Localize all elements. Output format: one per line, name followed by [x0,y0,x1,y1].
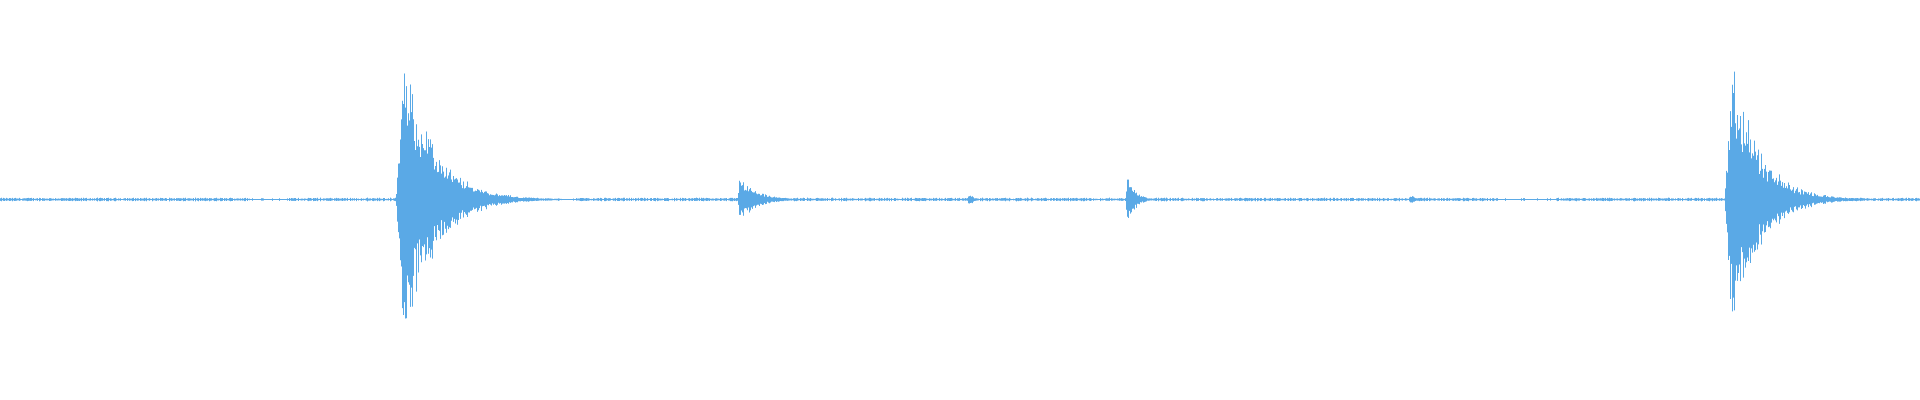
waveform-bars [0,71,1920,319]
